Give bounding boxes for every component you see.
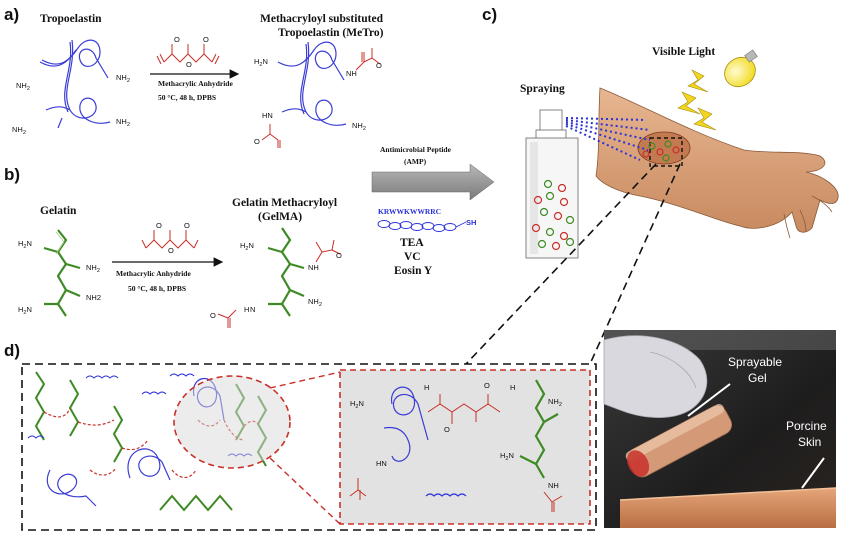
o-atom-b1: O	[156, 221, 162, 230]
o-detail-1: O	[444, 425, 450, 434]
nh-label-gelma: NH	[308, 263, 319, 272]
zoom-box	[649, 137, 683, 167]
reagent-tea: TEA	[400, 237, 424, 249]
n-detail-2: H	[510, 383, 515, 392]
hn-label-gelma: H	[244, 305, 249, 314]
o-atom-a2: O	[186, 60, 192, 69]
porcine-skin-pointer	[801, 457, 825, 489]
o-atom-gelma1: O	[336, 251, 342, 260]
spraying-label: Spraying	[520, 83, 565, 95]
gelatin-title: Gelatin	[40, 205, 77, 217]
methacrylic-anhydride-structure-b	[141, 230, 199, 249]
panel-label-d: d)	[4, 341, 20, 360]
nh2-label-metro-2: NH2	[352, 121, 366, 132]
nh2-label-a3: NH2	[12, 125, 26, 136]
visible-light-label: Visible Light	[652, 46, 715, 58]
o-atom-a3: O	[203, 35, 209, 44]
porcine-label-line1: Porcine	[786, 419, 827, 433]
conditions-label-a: 50 °C, 48 h, DPBS	[158, 93, 216, 102]
panel-label-b: b)	[4, 165, 20, 184]
fingers	[783, 195, 833, 239]
sprayable-gel-pointer	[687, 383, 731, 417]
gelma-molecule	[267, 227, 305, 317]
nh2-detail-1: H2N	[350, 399, 364, 410]
sh-label: SH	[466, 218, 476, 227]
gelma-title-line2: (GelMA)	[258, 211, 302, 223]
peptide-chain	[377, 220, 467, 232]
crosslink-detail	[349, 379, 563, 512]
nh2-label-b1: H2N	[18, 239, 32, 250]
nh2-label-b3: NH2	[86, 293, 101, 302]
nh2-label-a1: NH2	[16, 81, 30, 92]
amp-process-arrow	[371, 163, 495, 201]
crosslink-detail-box	[339, 369, 591, 525]
o-atom-a1: O	[174, 35, 180, 44]
reagent-label-a: Methacrylic Anhydride	[158, 79, 233, 88]
nh-detail: NH	[548, 481, 559, 490]
methacryloyl-groups-metro	[261, 48, 381, 148]
forearm	[595, 87, 839, 233]
panel-label-c: c)	[482, 5, 497, 24]
porcine-label-line2: Skin	[798, 435, 821, 449]
n-detail-1: H	[424, 383, 429, 392]
nh2-detail-2: NH2	[548, 397, 562, 408]
metro-title-line1: Methacryloyl substituted	[260, 13, 384, 25]
nh2-label-a4: NH2	[116, 117, 130, 128]
nh-label-metro: NH	[346, 69, 357, 78]
o-atom-gelma2: O	[210, 311, 216, 320]
gelma-title-line1: Gelatin Methacryloyl	[232, 197, 337, 209]
wound-site	[637, 131, 691, 165]
porcine-skin-photo	[603, 330, 837, 528]
o-atom-metro2: O	[254, 137, 260, 146]
amp-label-line1: Antimicrobial Peptide	[380, 145, 452, 154]
o-atom-metro1: O	[376, 61, 382, 70]
o-atom-b3: O	[184, 221, 190, 230]
nh2-label-gelma1: H2N	[240, 241, 254, 252]
wound-gel-dots	[642, 140, 680, 162]
o-atom-b2: O	[168, 246, 174, 255]
peptide-sequence: KRWWKWWRRC	[378, 207, 441, 216]
hn-detail: HN	[376, 459, 387, 468]
bottle-gel-dots	[531, 179, 575, 251]
gelatin-molecule	[43, 229, 81, 317]
lightning-bolt-icons	[677, 69, 717, 131]
n-label-gelma: N	[250, 305, 255, 314]
tropoelastin-title: Tropoelastin	[40, 13, 102, 25]
nh2-detail-3: H2N	[500, 451, 514, 462]
metro-title-line2: Tropoelastin (MeTro)	[278, 27, 384, 39]
methacryloyl-groups-gelma	[217, 239, 341, 328]
methacrylic-anhydride-structure-a	[156, 44, 220, 65]
sprayable-label-line2: Gel	[748, 371, 767, 385]
amp-label-line2: (AMP)	[404, 157, 427, 166]
nh2-label-a2: NH2	[116, 73, 130, 84]
light-bulb-icon	[724, 49, 758, 88]
hn-label-metro: HN	[262, 111, 273, 120]
o-detail-2: O	[484, 381, 490, 390]
reagent-label-b: Methacrylic Anhydride	[116, 269, 191, 278]
hydrogel-network	[27, 371, 341, 525]
nh2-label-gelma2: NH2	[308, 297, 322, 308]
sprayable-label-line1: Sprayable	[728, 355, 782, 369]
panel-label-a: a)	[4, 5, 19, 24]
nh2-label-metro: H2N	[254, 57, 268, 68]
reagent-eosin-y: Eosin Y	[394, 265, 433, 277]
zoom-connector-left	[465, 163, 657, 365]
spray-mist	[565, 117, 651, 161]
conditions-label-b: 50 °C, 48 h, DPBS	[128, 284, 186, 293]
metro-molecule	[277, 41, 347, 126]
tropoelastin-molecule	[39, 39, 111, 129]
reagent-vc: VC	[404, 251, 421, 263]
nh2-label-b4: H2N	[18, 305, 32, 316]
nh2-label-b2: NH2	[86, 263, 100, 274]
